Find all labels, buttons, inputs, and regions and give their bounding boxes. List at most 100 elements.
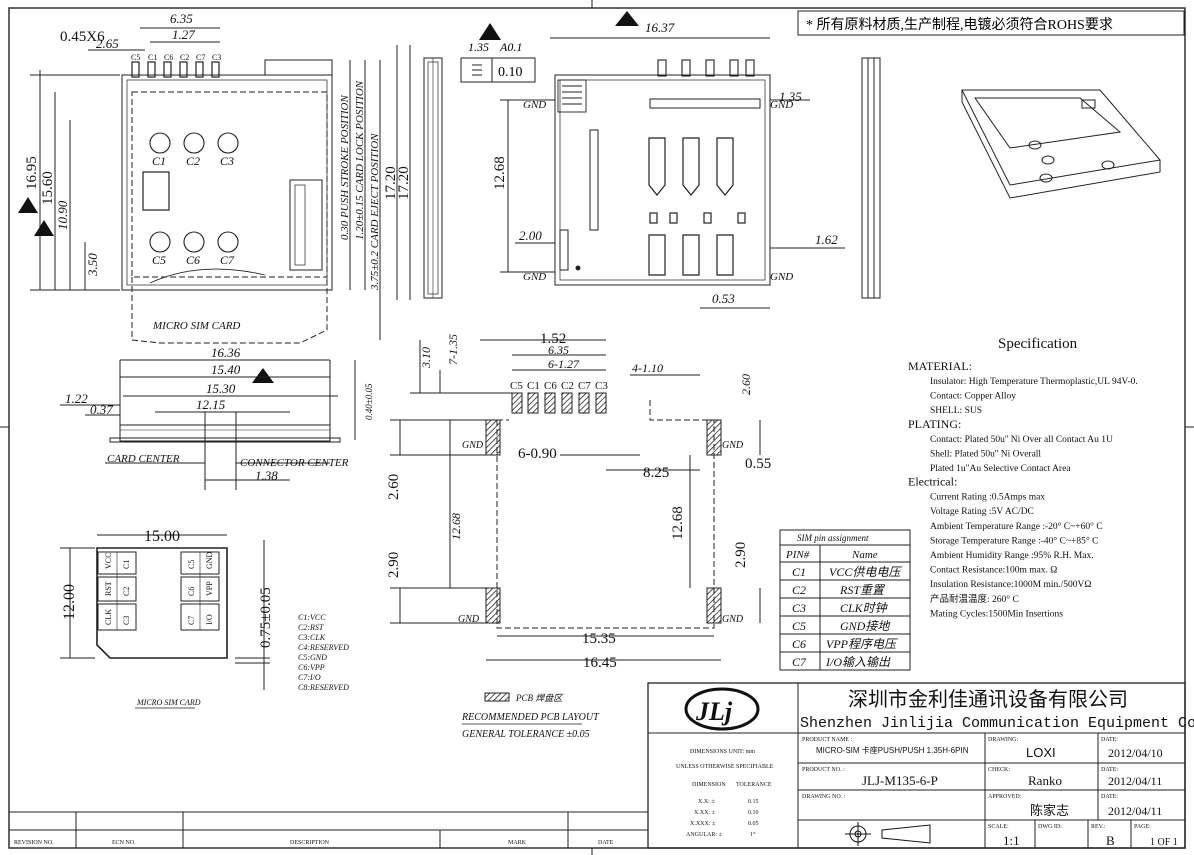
- title-block: [9, 682, 1186, 849]
- legend-c8: C8:RESERVED: [298, 683, 349, 692]
- tol-xxx-label: X.XXX: ±: [690, 821, 716, 827]
- pcb-gnd-tr: GND: [722, 440, 744, 451]
- card-center-label: CARD CENTER: [107, 453, 180, 465]
- connector-3d-view: [961, 89, 1161, 199]
- tol-x-value: 0.15: [748, 799, 759, 805]
- dimension-unit: DIMENSIONS UNIT: mm: [690, 749, 755, 755]
- card-pad-c5: C5: [187, 560, 196, 569]
- dim-6-0-90: 6-0.90: [518, 446, 557, 462]
- dim-pcb-6-35: 6.35: [548, 343, 569, 357]
- legend-c1: C1:VCC: [298, 613, 326, 622]
- company-name-cn: 深圳市金利佳通讯设备有限公司: [848, 688, 1128, 711]
- dim-pcb-12-68-right: 12.68: [670, 506, 686, 540]
- pcb-legend-label: PCB 焊盘区: [515, 693, 564, 703]
- unless-note: UNLESS OTHERWISE SPECIFIABLE: [676, 764, 774, 770]
- top-view-dimensions: 6.35 1.27 0.45X6 2.65 16.95 15.60 10.90 …: [24, 11, 412, 332]
- dim-pcb-2-60-left: 2.60: [386, 474, 402, 500]
- specification: Specification MATERIAL:Insulator: High T…: [908, 336, 1138, 619]
- scale-value: 1:1: [1003, 833, 1020, 848]
- spec-heading: MATERIAL:: [908, 359, 972, 373]
- spec-title: Specification: [998, 336, 1078, 352]
- dim-3-10: 3.10: [419, 347, 433, 369]
- gnd-label-tr: GND: [770, 99, 793, 111]
- dimension-header: DIMENSION: [692, 782, 726, 788]
- dim-10-90: 10.90: [55, 200, 70, 230]
- dwg-id-label: DWG ID:: [1038, 824, 1062, 830]
- card-pad-gnd: GND: [205, 551, 214, 569]
- datum-markers: [18, 11, 639, 383]
- pcb-layout-title: RECOMMENDED PCB LAYOUT: [461, 712, 600, 723]
- contact-label-c6: C6: [186, 253, 200, 267]
- product-name: MICRO-SIM 卡座PUSH/PUSH 1.35H-6PIN: [816, 745, 969, 755]
- spec-line: SHELL: SUS: [930, 406, 982, 416]
- card-pad-io: I/O: [205, 614, 214, 625]
- pcb-gnd-br: GND: [722, 614, 744, 625]
- pin-row-6-pin: C7: [792, 655, 807, 669]
- pcb-pin-c1: C1: [527, 380, 540, 392]
- spec-heading: Electrical:: [908, 475, 957, 489]
- pin-table-header-name: Name: [851, 549, 878, 561]
- pcb-pin-c7: C7: [578, 380, 591, 392]
- spec-line: Storage Temperature Range :-40° C~+85° C: [930, 535, 1098, 546]
- dim-16-45: 16.45: [583, 655, 617, 671]
- tol-xxx-value: 0.05: [748, 821, 759, 827]
- card-pad-vcc: VCC: [104, 553, 113, 569]
- spec-line: Current Rating :0.5Amps max: [930, 493, 1045, 503]
- product-no: JLJ-M135-6-P: [862, 773, 938, 788]
- dim-3-50: 3.50: [85, 253, 100, 277]
- sheet-border: [8, 7, 1186, 849]
- drawing-label: DRAWING:: [988, 737, 1019, 743]
- pcb-legend-swatch: [484, 692, 510, 702]
- pcb-gnd-tl: GND: [462, 440, 484, 451]
- rev-value: B: [1106, 833, 1115, 848]
- dim-pcb-2-90-right: 2.90: [733, 542, 749, 568]
- pin-row-2-name: RST重置: [839, 583, 886, 597]
- card-pad-c1: C1: [122, 560, 131, 569]
- dim-pin-width: 0.45X6: [60, 29, 105, 45]
- checker-name: Ranko: [1028, 773, 1062, 788]
- gnd-label-tl: GND: [523, 99, 546, 111]
- tol-x-label: X.X: ±: [698, 799, 715, 805]
- pcb-layout: [390, 339, 761, 661]
- date-label-3: DATE:: [1101, 794, 1118, 800]
- dim-12-00: 12.00: [61, 584, 78, 620]
- pcb-pin-c6: C6: [544, 380, 557, 392]
- dim-pcb-2-60-tr: 2.60: [739, 374, 753, 395]
- contact-label-c1: C1: [152, 154, 166, 168]
- revision-no-header: REVISION NO.: [14, 840, 54, 846]
- drawing-no-label: DRAWING NO. :: [802, 794, 846, 800]
- date-header: DATE: [598, 840, 614, 846]
- dim-15-40: 15.40: [211, 362, 241, 377]
- top-view-card-label: MICRO SIM CARD: [152, 320, 240, 332]
- dim-0-53: 0.53: [712, 291, 735, 306]
- tol-angular-value: 1°: [750, 831, 756, 838]
- description-header: DESCRIPTION: [290, 840, 330, 846]
- contact-label-c2: C2: [186, 154, 200, 168]
- dim-17-20-a: 17.20: [383, 166, 399, 200]
- legend-c4: C4:RESERVED: [298, 643, 349, 652]
- front-view: [60, 359, 356, 490]
- dim-7-1-35: 7-1.35: [446, 334, 460, 365]
- card-lock-label: 1.20±0.15 CARD LOCK POSITION: [354, 80, 366, 240]
- approver-name: 陈家志: [1030, 803, 1069, 818]
- dim-0-40: 0.40±0.05: [364, 383, 374, 420]
- front-view-labels: 16.36 15.40 15.30 12.15 1.22 0.37 0.40±0…: [65, 345, 374, 483]
- tolerance-header: TOLERANCE: [736, 782, 772, 788]
- drawer-name: LOXI: [1026, 745, 1056, 760]
- top-view: [30, 27, 411, 344]
- dim-1-35-shell: 1.35: [779, 89, 802, 104]
- connector-center-label: CONNECTOR CENTER: [240, 457, 349, 469]
- company-logo: JLj: [684, 687, 760, 731]
- date-approved: 2012/04/11: [1108, 804, 1162, 818]
- dim-0-37: 0.37: [90, 402, 113, 417]
- dim-0-55: 0.55: [745, 456, 771, 472]
- pcb-gnd-bl: GND: [458, 614, 480, 625]
- pcb-pin-c2: C2: [561, 380, 574, 392]
- card-eject-label: 3.75±0.2 CARD EJECT POSITION: [369, 133, 381, 291]
- gnd-label-bl: GND: [523, 271, 546, 283]
- legend-c3: C3:CLK: [298, 633, 326, 642]
- card-view-label: MICRO SIM CARD: [136, 698, 201, 707]
- dim-12-68-bottom: 12.68: [492, 156, 508, 190]
- spec-line: 产品耐温温度: 260° C: [930, 593, 1019, 605]
- date-drawn: 2012/04/10: [1108, 746, 1163, 760]
